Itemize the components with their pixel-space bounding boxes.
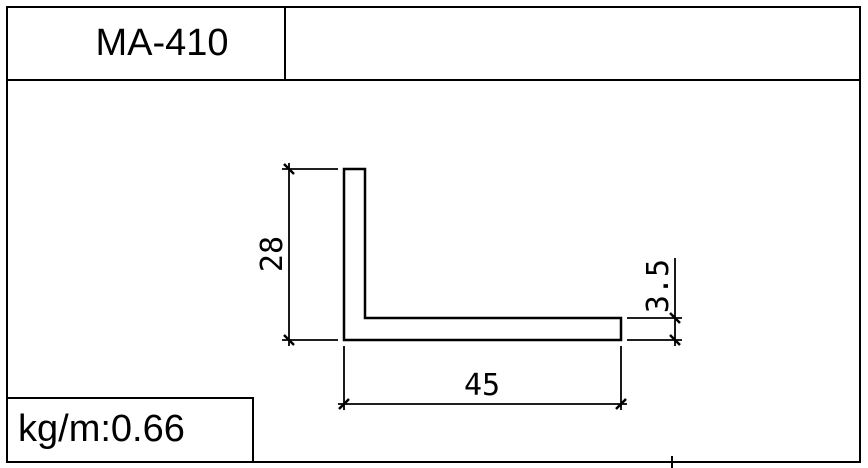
thickness-tick-top xyxy=(669,312,681,324)
height-tick-bottom xyxy=(283,334,295,346)
drawing-frame xyxy=(6,6,861,463)
thickness-dimension-label: 3.5 xyxy=(641,259,676,313)
width-dimension-label: 45 xyxy=(464,368,500,403)
thickness-tick-bottom xyxy=(669,334,681,346)
profile-code: MA-410 xyxy=(95,22,228,64)
height-tick-top xyxy=(283,163,295,175)
weight-label: kg/m:0.66 xyxy=(18,408,185,450)
width-tick-right xyxy=(615,398,627,410)
angle-profile xyxy=(342,167,623,342)
width-tick-left xyxy=(338,398,350,410)
weight-box xyxy=(6,397,254,463)
height-dimension-label: 28 xyxy=(255,236,290,272)
